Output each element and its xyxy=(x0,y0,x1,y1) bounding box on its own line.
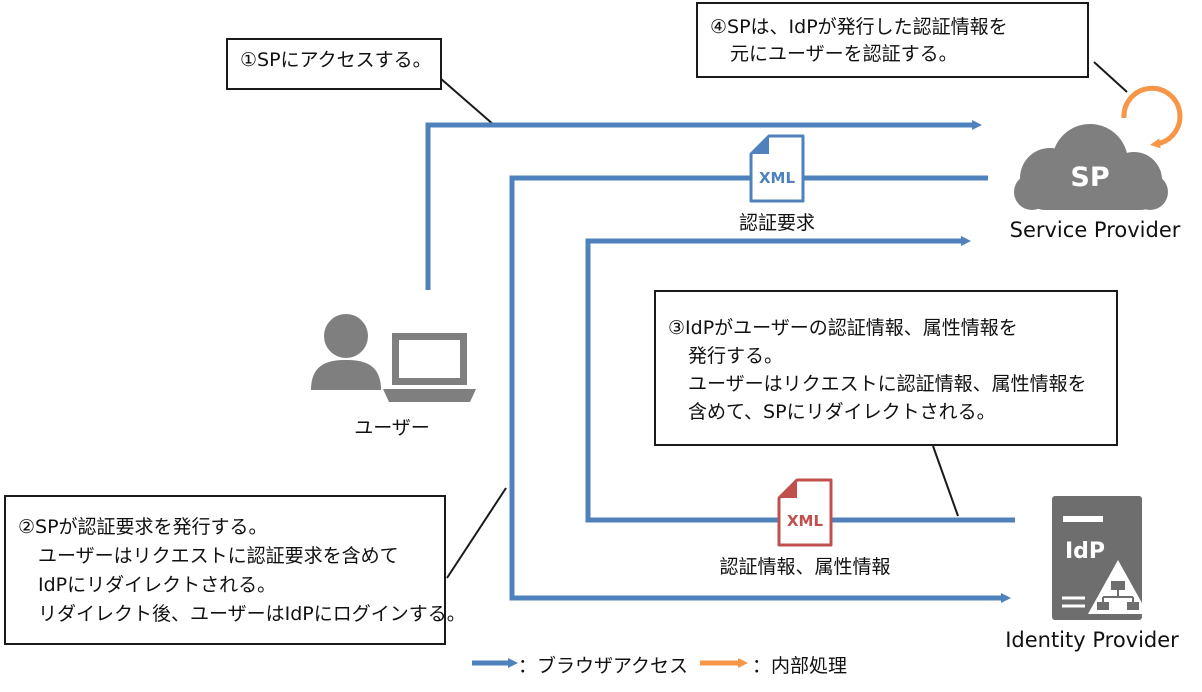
step3-line: ③IdPがユーザーの認証情報、属性情報を xyxy=(668,317,1018,339)
step2-line: ユーザーはリクエストに認証要求を含めて xyxy=(38,545,399,567)
service-provider-label: Service Provider xyxy=(1009,218,1181,242)
legend-internal-process-label: ：内部処理 xyxy=(752,655,848,677)
flow-user-to-sp xyxy=(425,120,982,290)
legend-browser-access-label: ：ブラウザアクセス xyxy=(518,655,689,677)
user-icon xyxy=(311,314,476,402)
user-label: ユーザー xyxy=(354,417,430,439)
step2-line: IdPにリダイレクトされる。 xyxy=(38,574,277,596)
callout-step2: ②SPが認証要求を発行する。 ユーザーはリクエストに認証要求を含めて IdPにリ… xyxy=(4,495,466,645)
callout-step4: ④SPは、IdPが発行した認証情報を 元にユーザーを認証する。 xyxy=(696,2,1089,78)
step4-line: 元にユーザーを認証する。 xyxy=(730,43,958,65)
callout-step3: ③IdPがユーザーの認証情報、属性情報を 発行する。 ユーザーはリクエストに認証… xyxy=(654,290,1118,446)
step3-line: ユーザーはリクエストに認証情報、属性情報を xyxy=(688,373,1087,395)
callout-line-step3 xyxy=(932,445,959,517)
step1-line: ①SPにアクセスする。 xyxy=(240,49,432,71)
sp-cloud-icon: SP xyxy=(1014,124,1168,210)
callout-line-step1 xyxy=(439,77,495,126)
request-document-label: 認証要求 xyxy=(738,212,816,234)
callout-line-step2 xyxy=(446,487,507,579)
response-document-label: 認証情報、属性情報 xyxy=(719,556,891,578)
step3-line: 発行する。 xyxy=(688,345,784,367)
step2-line: ②SPが認証要求を発行する。 xyxy=(18,516,268,538)
callout-line-step4 xyxy=(1093,61,1128,93)
response-xml-document-icon: XML xyxy=(777,478,833,547)
step2-line: リダイレクト後、ユーザーはIdPにログインする。 xyxy=(38,603,466,625)
step3-line: 含めて、SPにリダイレクトされる。 xyxy=(688,401,996,423)
response-xml-text: XML xyxy=(787,512,823,530)
callout-step1: ①SPにアクセスする。 xyxy=(226,38,442,90)
sp-cloud-text: SP xyxy=(1070,162,1109,193)
identity-provider-label: Identity Provider xyxy=(1005,628,1179,652)
step4-line: ④SPは、IdPが発行した認証情報を xyxy=(710,16,1008,38)
idp-server-icon: IdP xyxy=(1052,496,1148,620)
idp-badge: IdP xyxy=(1065,539,1105,564)
request-xml-text: XML xyxy=(759,169,795,187)
request-xml-document-icon: XML xyxy=(749,134,805,203)
internal-process-arc xyxy=(1121,85,1183,149)
